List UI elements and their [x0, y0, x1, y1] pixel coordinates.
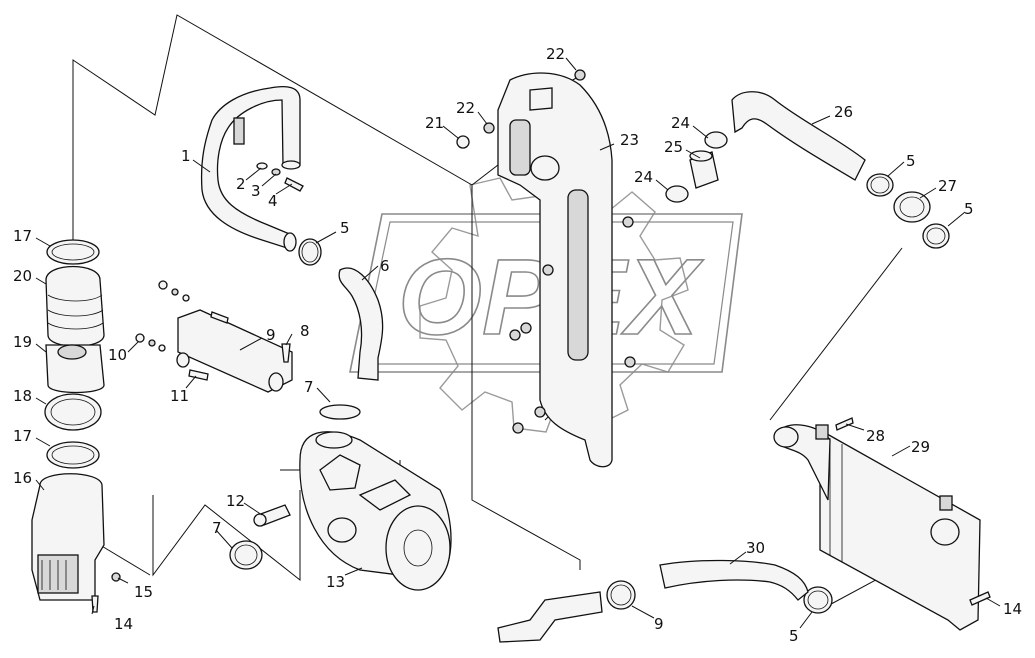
part-5-clamp	[866, 173, 894, 197]
callout-23: 23	[620, 131, 639, 149]
part-27-coupling	[893, 191, 931, 223]
callout-labels: 1 2 3 4 5 5 5 5 6 7 7 8 9 9 10 11 12 13 …	[13, 45, 1022, 645]
part-5-clamp	[803, 586, 833, 614]
callout-24: 24	[634, 168, 653, 186]
part-4-bolt	[284, 177, 304, 192]
part-13-air-filter	[299, 431, 452, 591]
callout-2: 2	[236, 175, 246, 193]
callout-21: 21	[425, 114, 444, 132]
callout-29: 29	[911, 438, 930, 456]
part-11-bolt	[188, 311, 229, 381]
callout-14: 14	[114, 615, 133, 633]
part-7-clamp	[229, 540, 263, 570]
part-24-clamp	[704, 131, 728, 149]
callout-7: 7	[304, 378, 314, 396]
part-15-nut	[111, 572, 121, 582]
leader-lines	[35, 57, 1001, 629]
callout-19: 19	[13, 333, 32, 351]
part-23-mounting-bracket	[497, 72, 613, 468]
callout-15: 15	[134, 583, 153, 601]
callout-9: 9	[654, 615, 664, 633]
part-16-intake-housing	[31, 473, 105, 601]
callout-18: 18	[13, 387, 32, 405]
part-2-washer	[256, 162, 268, 170]
callout-5: 5	[789, 627, 799, 645]
part-24-clamp	[665, 185, 689, 203]
callout-9: 9	[266, 326, 276, 344]
part-29-intercooler	[773, 424, 981, 631]
part-30-hose	[497, 559, 809, 643]
callout-6: 6	[380, 257, 390, 275]
callout-17: 17	[13, 427, 32, 445]
part-7-clamp	[319, 404, 361, 420]
callout-17: 17	[13, 227, 32, 245]
part-25-connector	[689, 150, 719, 189]
part-9-bracket	[176, 309, 293, 393]
callout-3: 3	[251, 182, 261, 200]
part-6-hose	[338, 267, 384, 381]
callout-24: 24	[671, 114, 690, 132]
callout-27: 27	[938, 177, 957, 195]
callout-1: 1	[181, 147, 191, 165]
part-5-clamp	[298, 238, 322, 266]
part-14-bolt	[969, 591, 991, 606]
callout-14: 14	[1003, 600, 1022, 618]
part-26-hose	[731, 91, 866, 181]
part-9-clamp	[606, 580, 636, 610]
part-20-bellows	[45, 265, 105, 347]
callout-5: 5	[906, 152, 916, 170]
part-3-washer	[271, 168, 281, 176]
callout-28: 28	[866, 427, 885, 445]
part-12-sensor	[253, 504, 291, 527]
callout-5: 5	[964, 200, 974, 218]
part-28-bolt	[835, 417, 854, 431]
callout-16: 16	[13, 469, 32, 487]
callout-4: 4	[268, 192, 278, 210]
callout-30: 30	[746, 539, 765, 557]
part-17-gasket	[46, 239, 100, 265]
part-17-gasket	[46, 441, 100, 469]
callout-8: 8	[300, 322, 310, 340]
part-5-clamp	[922, 223, 950, 249]
callout-26: 26	[834, 103, 853, 121]
callout-25: 25	[664, 138, 683, 156]
callout-5: 5	[340, 219, 350, 237]
callout-22: 22	[456, 99, 475, 117]
callout-22: 22	[546, 45, 565, 63]
callout-13: 13	[326, 573, 345, 591]
callout-12: 12	[226, 492, 245, 510]
callout-20: 20	[13, 267, 32, 285]
part-10-washers	[135, 280, 190, 352]
part-19-adapter	[45, 344, 105, 394]
part-1-bent-pipe	[200, 85, 301, 252]
callout-7: 7	[212, 519, 222, 537]
callout-11: 11	[170, 387, 189, 405]
part-8-bolt	[281, 343, 291, 363]
part-21-22-nuts	[456, 69, 636, 434]
part-18-gasket	[44, 393, 102, 431]
callout-10: 10	[108, 346, 127, 364]
